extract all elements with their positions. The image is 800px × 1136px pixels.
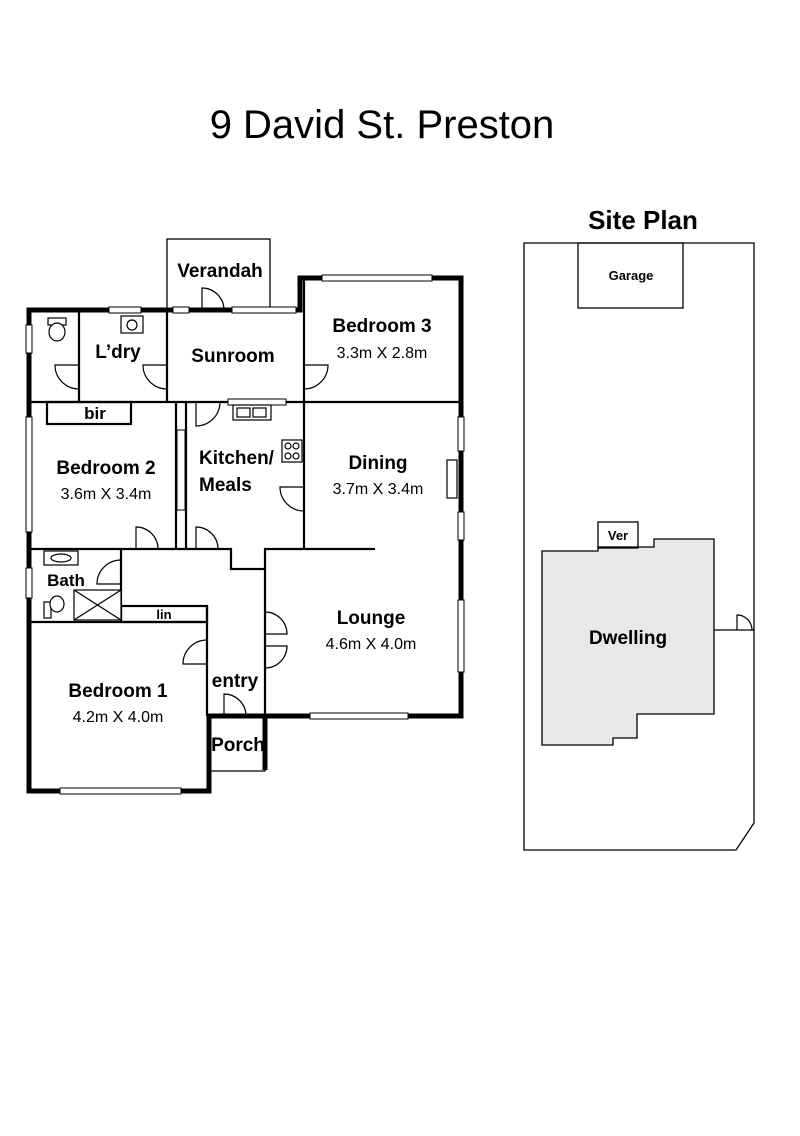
room-label-laundry: L’dry: [95, 342, 141, 363]
floor-plan: Verandah L’dry Sunroom Bedroom 3 3.3m X …: [25, 238, 465, 795]
dwelling-label: Dwelling: [589, 628, 667, 649]
fireplace: [446, 459, 458, 499]
room-dims-dining: 3.7m X 3.4m: [333, 481, 424, 498]
verandah-label: Ver: [608, 528, 628, 543]
room-dims-bedroom-1: 4.2m X 4.0m: [73, 709, 164, 726]
room-label-kitchen: Kitchen/: [199, 448, 275, 469]
interior-walls: [29, 278, 461, 716]
room-label-bedroom-1: Bedroom 1: [68, 681, 168, 702]
toilet-icon: [43, 601, 52, 619]
room-label-meals: Meals: [199, 475, 252, 496]
lot-boundary: [523, 242, 755, 851]
room-label-bedroom-3: Bedroom 3: [332, 316, 431, 337]
garage-outline: [577, 242, 684, 309]
room-label-sunroom: Sunroom: [191, 346, 274, 367]
porch-outline: [208, 716, 266, 772]
garage-label: Garage: [609, 268, 654, 283]
fixtures: [43, 315, 303, 621]
room-label-dining: Dining: [348, 453, 407, 474]
room-label-bath: Bath: [47, 571, 85, 590]
stove-icon: [281, 439, 303, 463]
room-dims-bedroom-2: 3.6m X 3.4m: [61, 486, 152, 503]
room-label-bedroom-2: Bedroom 2: [56, 458, 155, 479]
page-title: 9 David St. Preston: [210, 103, 555, 147]
room-label-bir: bir: [84, 404, 106, 423]
site-plan: Site Plan Garage Dwelling Ver: [523, 205, 755, 851]
windows: [25, 274, 465, 795]
verandah-box: [597, 521, 639, 549]
gate-swing: [736, 614, 753, 631]
room-label-entry: entry: [212, 671, 259, 692]
door-swings: [54, 287, 329, 717]
room-label-verandah: Verandah: [177, 261, 263, 282]
room-label-lin: lin: [156, 607, 171, 622]
room-dims-lounge: 4.6m X 4.0m: [326, 636, 417, 653]
room-label-porch: Porch: [211, 735, 265, 756]
room-dims-bedroom-3: 3.3m X 2.8m: [337, 345, 428, 362]
room-label-lounge: Lounge: [337, 608, 406, 629]
site-plan-title: Site Plan: [588, 205, 698, 235]
